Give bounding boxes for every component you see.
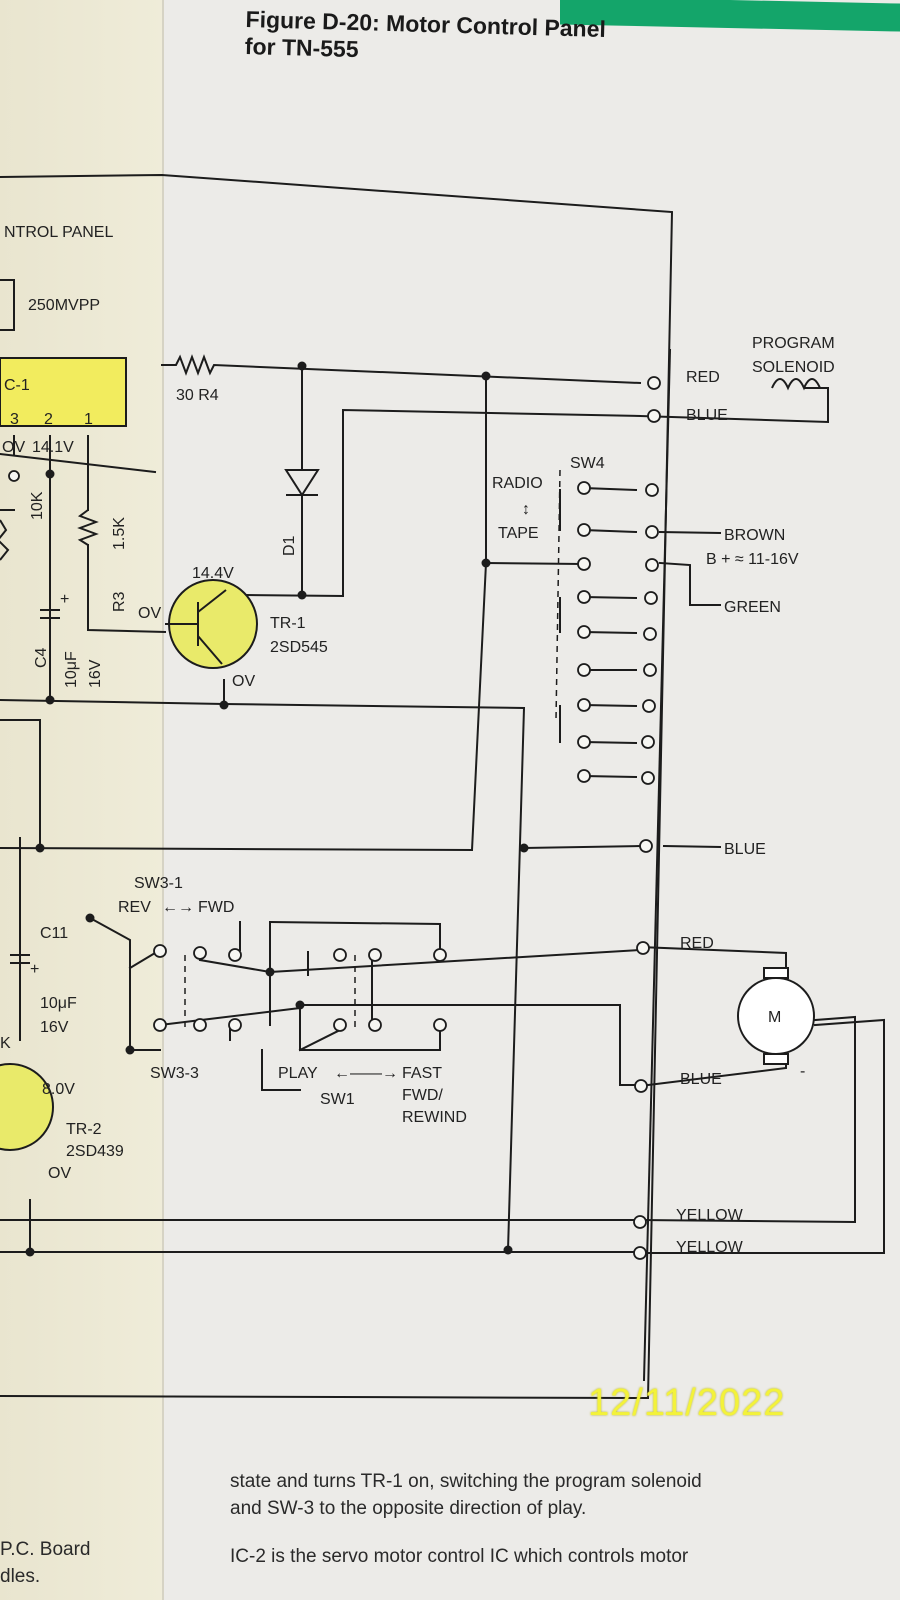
play-fast-arrow: ←——→ (334, 1065, 398, 1082)
tape-label: TAPE (498, 525, 539, 542)
blue-wire-1: BLUE (686, 407, 728, 424)
bplus-label: B + ≈ 11-16V (706, 551, 799, 568)
capacitor-c11 (10, 954, 30, 964)
motor-minus: - (800, 1063, 805, 1080)
tr1-ov-emitter: OV (232, 673, 255, 690)
c11-label: C11 (40, 925, 68, 942)
body-text: state and turns TR-1 on, switching the p… (230, 1468, 900, 1570)
transistor-tr-2 (0, 1063, 54, 1151)
tr2-ov-label: OV (48, 1165, 71, 1182)
diode-d1 (284, 469, 320, 497)
ov-pin-label: OV (2, 439, 25, 456)
radio-label: RADIO (492, 475, 543, 492)
rewind-label: REWIND (402, 1109, 467, 1126)
tr1-label: TR-1 (270, 615, 306, 632)
c4-label: C4 (33, 647, 50, 668)
green-wire: GREEN (724, 599, 781, 616)
tr-1-leads (165, 589, 227, 665)
resistor-10k (0, 519, 10, 561)
yellow-wire-2: YELLOW (676, 1239, 744, 1256)
sw4-label: SW4 (570, 455, 605, 472)
pin-3-label: 3 (10, 411, 19, 428)
r4-label: 30 R4 (176, 387, 219, 404)
r15k-label: 1.5K (111, 517, 128, 550)
v144-label: 14.4V (192, 565, 234, 582)
c4-volt-label: 16V (87, 659, 104, 688)
components (0, 357, 829, 1151)
radio-tape-arrow: ↕ (522, 501, 530, 518)
motor-brush-top (763, 967, 789, 979)
d1-label: D1 (281, 535, 298, 556)
c11-plus: + (30, 961, 39, 978)
blue-wire-3: BLUE (680, 1071, 722, 1088)
paragraph-1-line-2: and SW-3 to the opposite direction of pl… (230, 1498, 587, 1519)
motor-brush-bottom (763, 1053, 789, 1065)
red-wire-1: RED (686, 369, 720, 386)
program-label: PROGRAM (752, 335, 835, 352)
wiring (0, 173, 885, 1400)
rev-label: REV (118, 899, 151, 916)
dashed-linkage (184, 469, 561, 1030)
c11-volt-label: 16V (40, 1019, 69, 1036)
terminals (8, 376, 661, 1260)
left-line-1: P.C. Board (0, 1539, 91, 1560)
left-line-2: dles. (0, 1566, 41, 1587)
tr2-part: 2SD439 (66, 1143, 124, 1160)
resistor-r3 (77, 509, 99, 546)
play-label: PLAY (278, 1065, 318, 1082)
red-wire-2: RED (680, 935, 714, 952)
sw33-label: SW3-3 (150, 1065, 199, 1082)
capacitor-c4 (40, 609, 60, 619)
pin-1-label: 1 (84, 411, 93, 428)
ic-1-body (0, 357, 127, 427)
yellow-wire-1: YELLOW (676, 1207, 744, 1224)
sw31-label: SW3-1 (134, 875, 183, 892)
k-label: K (0, 1035, 11, 1052)
sw1-label: SW1 (320, 1091, 355, 1108)
left-page-strip (0, 0, 163, 1600)
brown-wire: BROWN (724, 527, 785, 544)
labels: NTROL PANEL 250MVPP C-1 3 2 1 OV 14.1V 1… (0, 224, 835, 1256)
pin-2-label: 2 (44, 411, 53, 428)
fast-label: FAST (402, 1065, 442, 1082)
ic-label: C-1 (4, 377, 30, 394)
r10k-label: 10K (29, 491, 46, 520)
solenoid-coil (771, 378, 821, 391)
date-stamp: 12/11/2022 (588, 1382, 786, 1424)
fwd-label: FWD (198, 899, 234, 916)
c4-plus: + (60, 591, 69, 608)
v141-label: 14.1V (32, 439, 74, 456)
panel-label: NTROL PANEL (4, 224, 113, 241)
rev-fwd-arrow: ←→ (162, 899, 194, 916)
v80-label: 8.0V (42, 1081, 75, 1098)
tr1-part: 2SD545 (270, 639, 328, 656)
vpp-label: 250MVPP (28, 297, 100, 314)
r3-label: R3 (111, 591, 128, 612)
left-page-text: P.C. Board dles. (0, 1536, 90, 1590)
solenoid-lead (639, 387, 829, 424)
tr2-label: TR-2 (66, 1121, 102, 1138)
junctions (25, 361, 529, 1257)
fwd-slash-label: FWD/ (402, 1087, 443, 1104)
solenoid-label: SOLENOID (752, 359, 835, 376)
blue-wire-2: BLUE (724, 841, 766, 858)
paragraph-1-line-1: state and turns TR-1 on, switching the p… (230, 1471, 702, 1492)
c4-cap-label: 10μF (63, 651, 80, 688)
page-fold (162, 0, 164, 1600)
tr1-ov-base: OV (138, 605, 161, 622)
paragraph-2: IC-2 is the servo motor control IC which… (230, 1546, 689, 1567)
motor-label: M (768, 1009, 781, 1026)
c11-cap-label: 10μF (40, 995, 77, 1012)
